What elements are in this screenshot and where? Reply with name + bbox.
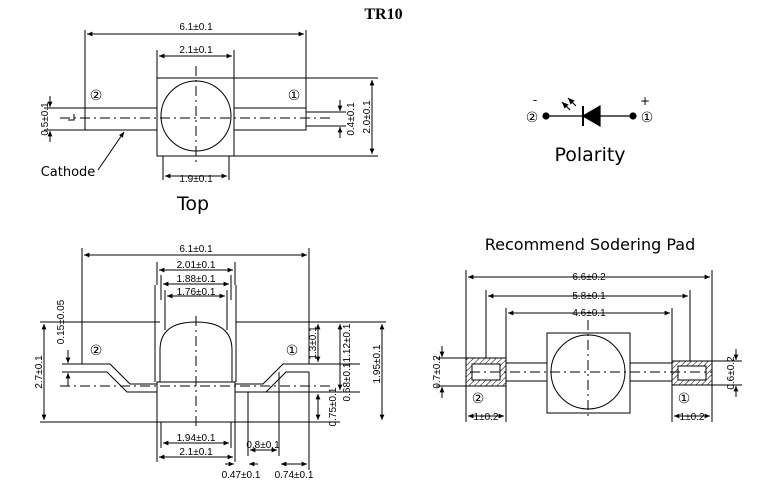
- side-dim-overall-width: 6.1±0.1: [179, 244, 213, 255]
- side-dim-13: 1.3±0.1: [308, 326, 319, 360]
- polarity-pin2: ②: [526, 110, 539, 126]
- side-dim-27: 2.7±0.1: [34, 355, 45, 389]
- side-lead-right: [235, 363, 309, 393]
- side-dim-188: 1.88±0.1: [177, 274, 216, 285]
- side-dim-201: 2.01±0.1: [177, 260, 216, 271]
- top-view-label: Top: [176, 193, 209, 215]
- side-view: [40, 248, 386, 470]
- pad-dim-inner: 4.6±0.1: [572, 308, 606, 319]
- side-dim-068: 0.68±0.1: [342, 362, 353, 401]
- top-view: [44, 30, 378, 180]
- side-dim-047: 0.47±0.1: [222, 470, 261, 481]
- pad-dim-mid: 5.8±0.1: [572, 291, 606, 302]
- top-dim-left-height: 0.5±0.1: [40, 102, 51, 136]
- top-pin2-label: ②: [90, 88, 103, 104]
- side-dim-21: 2.1±0.1: [179, 447, 213, 458]
- cathode-label: Cathode: [41, 165, 96, 180]
- pad-dim-left-height: 0.7±0.2: [432, 355, 443, 389]
- top-dim-overall-width: 6.1±0.1: [179, 22, 213, 33]
- polarity-label: Polarity: [554, 144, 625, 166]
- solder-pad-view: [436, 270, 742, 422]
- pad-dim-right-height: 0.6±0.2: [726, 356, 737, 390]
- pad-pin1-label: ①: [678, 391, 691, 407]
- polarity-pin1: ①: [641, 110, 654, 126]
- top-dim-right-lead: 0.4±0.1: [346, 102, 357, 136]
- polarity-minus: -: [533, 93, 537, 107]
- polarity-plus: +: [640, 94, 650, 108]
- polarity-symbol: [542, 97, 637, 128]
- top-dim-right-height: 2.0±0.1: [362, 100, 373, 134]
- side-dim-176: 1.76±0.1: [177, 287, 216, 298]
- top-dim-bottom-width: 1.9±0.1: [179, 174, 213, 185]
- pad-dim-overall: 6.6±0.2: [572, 272, 606, 283]
- pad-body: [546, 332, 631, 414]
- top-lead-right: [233, 107, 307, 131]
- side-dim-194: 1.94±0.1: [177, 433, 216, 444]
- pad-title: Recommend Sodering Pad: [485, 235, 695, 254]
- side-dim-074: 0.74±0.1: [275, 470, 314, 481]
- pad-dim-left-width: 1±0.2: [474, 412, 499, 423]
- pad-pin2-label: ②: [472, 391, 485, 407]
- side-dim-08: 0.8±0.1: [246, 440, 280, 451]
- diode-triangle: [581, 104, 601, 128]
- top-pin1-label: ①: [288, 88, 301, 104]
- side-dim-195: 1.95±0.1: [372, 344, 383, 383]
- top-dim-body-width: 2.1±0.1: [179, 45, 213, 56]
- side-dim-075: 0.75±0.1: [328, 387, 339, 426]
- side-pin2-label: ②: [90, 343, 103, 359]
- diagram-title: TR10: [364, 6, 403, 23]
- side-dim-015: 0.15±0.05: [56, 299, 67, 344]
- pad-dim-right-width: 1±0.2: [680, 412, 705, 423]
- top-lead-left: [84, 107, 158, 131]
- side-lead-left: [82, 363, 157, 393]
- side-dim-112: 1.12±0.1: [342, 323, 353, 362]
- side-pin1-label: ①: [286, 343, 299, 359]
